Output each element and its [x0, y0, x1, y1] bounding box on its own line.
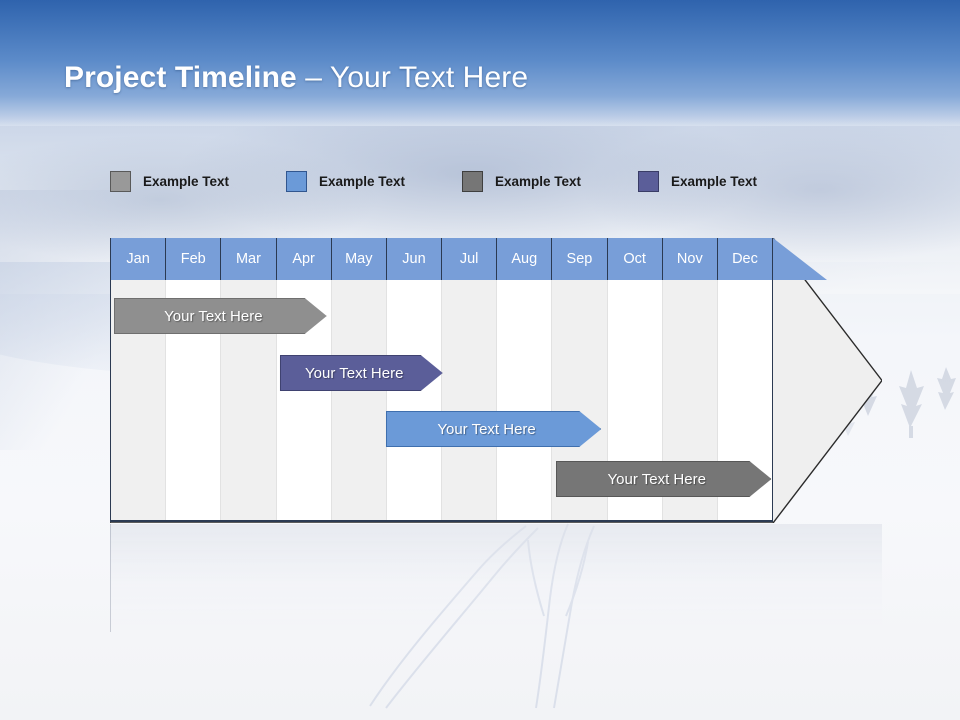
month-cell-apr[interactable]: Apr — [276, 238, 332, 280]
timeline-bar-4[interactable]: Your Text Here — [556, 461, 772, 497]
grid-column-may — [331, 280, 387, 520]
timeline-bar-label-4: Your Text Here — [607, 470, 706, 488]
month-cell-dec[interactable]: Dec — [717, 238, 774, 280]
page-title: Project Timeline – Your Text Here — [64, 60, 528, 96]
page-title-light: Your Text Here — [329, 61, 529, 94]
grid-column-jul — [442, 280, 498, 520]
legend-label-3: Example Text — [495, 173, 582, 189]
legend-swatch-icon-3 — [462, 170, 483, 192]
page-title-dash: – — [296, 61, 330, 94]
month-cell-nov[interactable]: Nov — [662, 238, 718, 280]
legend-item-2[interactable]: Example Text — [286, 168, 405, 194]
legend-item-1[interactable]: Example Text — [110, 168, 229, 194]
legend: Example Text Example Text Example Text E… — [110, 168, 810, 194]
legend-item-4[interactable]: Example Text — [638, 168, 757, 194]
timeline-bar-label-2: Your Text Here — [305, 364, 404, 382]
month-cell-jan[interactable]: Jan — [110, 238, 167, 280]
month-cell-may[interactable]: May — [331, 238, 387, 280]
page-title-bold: Project Timeline — [64, 61, 297, 94]
grid-column-jun — [386, 280, 443, 520]
timeline-bar-1[interactable]: Your Text Here — [114, 298, 327, 334]
legend-label-1: Example Text — [143, 173, 230, 189]
timeline-bar-3[interactable]: Your Text Here — [385, 411, 602, 447]
grid-column-aug — [497, 280, 553, 520]
month-cell-aug[interactable]: Aug — [497, 238, 553, 280]
legend-swatch-icon-4 — [638, 170, 659, 192]
month-cell-jun[interactable]: Jun — [386, 238, 443, 280]
month-cell-oct[interactable]: Oct — [607, 238, 663, 280]
legend-swatch-icon-2 — [286, 170, 307, 192]
background-ski-tracks — [369, 523, 595, 709]
month-cell-mar[interactable]: Mar — [221, 238, 277, 280]
month-cell-feb[interactable]: Feb — [166, 238, 222, 280]
legend-swatch-icon-1 — [110, 170, 131, 192]
month-cell-jul[interactable]: Jul — [442, 238, 498, 280]
legend-label-2: Example Text — [319, 173, 406, 189]
month-cell-sep[interactable]: Sep — [552, 238, 608, 280]
timeline-bar-label-3: Your Text Here — [437, 420, 536, 438]
legend-item-3[interactable]: Example Text — [462, 168, 581, 194]
legend-label-4: Example Text — [671, 173, 758, 189]
timeline-bar-2[interactable]: Your Text Here — [279, 355, 443, 391]
background-sky — [0, 0, 960, 126]
timeline-bar-label-1: Your Text Here — [164, 307, 263, 325]
